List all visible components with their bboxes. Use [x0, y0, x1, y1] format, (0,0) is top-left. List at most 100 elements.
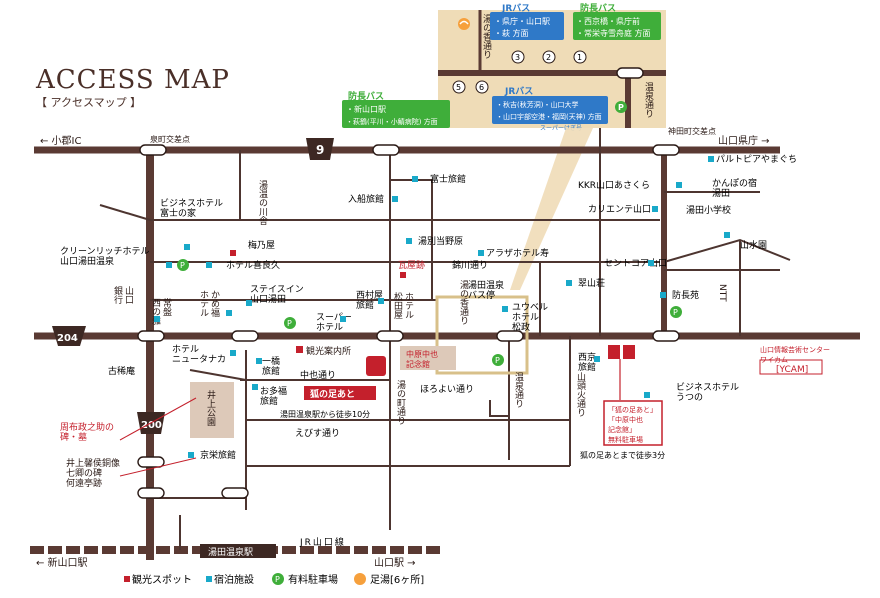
- svg-text:富士旅館: 富士旅館: [430, 173, 466, 185]
- parking-markers: P P P P: [177, 259, 682, 366]
- footbath-icon: [458, 18, 470, 30]
- svg-text:足湯[6ヶ所]: 足湯[6ヶ所]: [370, 573, 424, 586]
- svg-text:JRバス: JRバス: [501, 3, 530, 14]
- legend: 観光スポット 宿泊施設 P 有料駐車場 足湯[6ヶ所]: [124, 573, 424, 586]
- svg-text:[YCAM]: [YCAM]: [776, 365, 808, 375]
- svg-text:井上馨侯銅像七卿の碑何遠亭跡: 井上馨侯銅像七卿の碑何遠亭跡: [66, 457, 120, 489]
- svg-text:・萩鶴(平川・小鯖病院) 方面: ・萩鶴(平川・小鯖病院) 方面: [346, 117, 438, 126]
- svg-text:P: P: [180, 261, 185, 270]
- svg-text:スーパーはぎ号: スーパーはぎ号: [540, 124, 582, 132]
- bocho-bus-left-box: 防長バス ・新山口駅 ・萩鶴(平川・小鯖病院) 方面: [342, 90, 450, 128]
- street-onsen: 温泉通り: [513, 372, 524, 408]
- svg-text:・県庁・山口駅: ・県庁・山口駅: [494, 16, 550, 26]
- svg-text:防長バス: 防長バス: [348, 90, 384, 102]
- svg-text:ホテルニュータナカ: ホテルニュータナカ: [172, 344, 226, 365]
- svg-text:P: P: [275, 575, 280, 584]
- svg-text:山水園: 山水園: [740, 239, 767, 251]
- street-jr-line: JR山口線: [299, 536, 346, 548]
- free-parking-sign: 「狐の足あと」「中原中也記念館」無料駐車場: [603, 345, 663, 446]
- svg-text:「狐の足あと」「中原中也記念館」無料駐車場: 「狐の足あと」「中原中也記念館」無料駐車場: [608, 405, 657, 444]
- svg-text:山口銀行: 山口銀行: [112, 285, 134, 305]
- jr-bus-top-box: JRバス ・県庁・山口駅 ・萩 方面: [490, 3, 564, 40]
- svg-text:湯温の川舎: 湯温の川舎: [257, 180, 268, 226]
- svg-text:P: P: [495, 356, 500, 365]
- bus-stop-numbers-top: 3 2 1 5 6: [452, 50, 587, 94]
- svg-text:山口情報芸術センターワイカム: 山口情報芸術センターワイカム: [760, 345, 830, 364]
- svg-text:湯別当野原: 湯別当野原: [418, 235, 463, 247]
- svg-text:狐の足あと: 狐の足あと: [310, 388, 355, 400]
- svg-text:・秋吉(秋芳洞)・山口大学: ・秋吉(秋芳洞)・山口大学: [496, 100, 578, 109]
- svg-text:3: 3: [515, 53, 520, 62]
- svg-text:京栄旅館: 京栄旅館: [200, 449, 236, 461]
- inset-street-yunokou: 湯の香通り: [481, 14, 492, 59]
- dir-shin-yamaguchi: ← 新山口駅: [36, 556, 88, 569]
- sightseeing-labels: 湯温の川舎 瓦屋跡 観光案内所 周布政之助の碑・墓 井上馨侯銅像七卿の碑何遠亭跡: [60, 180, 425, 489]
- street-nishikigawa: 錦川通り: [452, 259, 488, 271]
- svg-text:防長バス: 防長バス: [580, 2, 616, 14]
- street-santouka: 山頭火通り: [575, 372, 586, 417]
- svg-text:西村屋旅館: 西村屋旅館: [356, 289, 383, 311]
- svg-text:湯田小学校: 湯田小学校: [686, 204, 731, 216]
- svg-text:井上公園: 井上公園: [205, 389, 216, 427]
- dir-yamaguchi-station: 山口駅 →: [374, 557, 416, 569]
- street-yunomachi: 湯の町通り: [395, 380, 406, 425]
- svg-text:翠山荘: 翠山荘: [578, 278, 605, 289]
- route-9-shield: 9: [306, 138, 334, 160]
- svg-text:・常栄寺雪舟庭 方面: ・常栄寺雪舟庭 方面: [576, 28, 651, 38]
- lodging-labels: ビジネスホテル富士の家 クリーンリッチホテル山口湯田温泉 梅乃屋 ホテル喜良久 …: [60, 154, 830, 461]
- svg-text:中原中也記念館: 中原中也記念館: [406, 349, 438, 369]
- parking-icon-inset: P: [615, 101, 627, 113]
- svg-text:湯田温泉バス停: 湯田温泉バス停: [468, 279, 504, 301]
- svg-text:200: 200: [141, 420, 162, 431]
- svg-text:KKR山口あさくら: KKR山口あさくら: [578, 180, 650, 191]
- svg-text:・西京橋・県庁前: ・西京橋・県庁前: [576, 16, 640, 26]
- svg-text:アラザホテル寿: アラザホテル寿: [486, 247, 549, 259]
- svg-text:ステイスイン山口湯田: ステイスイン山口湯田: [250, 284, 304, 305]
- svg-text:クリーンリッチホテル山口湯田温泉: クリーンリッチホテル山口湯田温泉: [60, 246, 150, 267]
- svg-text:西京旅館: 西京旅館: [578, 351, 596, 373]
- svg-text:P: P: [618, 103, 624, 112]
- bocho-bus-top-box: 防長バス ・西京橋・県庁前 ・常栄寺雪舟庭 方面: [573, 2, 661, 40]
- svg-text:スーパーホテル: スーパーホテル: [316, 312, 352, 333]
- svg-text:ホテル松田屋: ホテル松田屋: [392, 291, 414, 320]
- svg-text:・山口宇部空港・福岡(天神) 方面: ・山口宇部空港・福岡(天神) 方面: [496, 112, 602, 121]
- svg-text:かんぽの宿湯田: かんぽの宿湯田: [712, 177, 757, 199]
- street-ebisu: えびす通り: [295, 428, 340, 439]
- svg-text:一橋旅館: 一橋旅館: [262, 355, 280, 377]
- dir-kencho: 山口県庁 →: [718, 134, 770, 147]
- svg-text:防長苑: 防長苑: [672, 289, 699, 301]
- svg-text:6: 6: [479, 83, 484, 92]
- svg-text:204: 204: [57, 333, 78, 344]
- svg-text:2: 2: [546, 53, 551, 62]
- svg-text:常盤西の雅: 常盤西の雅: [150, 297, 172, 326]
- ashiato-walk-note: 狐の足あとまで徒歩3分: [580, 450, 665, 460]
- svg-text:ビジネスホテルうつの: ビジネスホテルうつの: [676, 382, 739, 403]
- street-chuya: 中也通り: [300, 369, 336, 381]
- svg-text:有料駐車場: 有料駐車場: [288, 573, 338, 586]
- svg-text:ビジネスホテル富士の家: ビジネスホテル富士の家: [160, 198, 223, 219]
- nakahara-chuya-museum: 中原中也記念館: [400, 346, 456, 370]
- svg-text:1: 1: [577, 53, 582, 62]
- street-yunokou: 湯の香通り: [458, 280, 469, 325]
- svg-text:入船旅館: 入船旅館: [348, 193, 384, 205]
- svg-text:P: P: [673, 308, 678, 317]
- route-204-shield: 204: [52, 326, 86, 346]
- svg-text:観光スポット: 観光スポット: [132, 573, 192, 586]
- lodging-markers: [154, 156, 730, 458]
- inset-street-onsen: 温泉通り: [643, 82, 654, 118]
- svg-text:ホテル喜良久: ホテル喜良久: [226, 259, 280, 271]
- svg-text:・萩 方面: ・萩 方面: [494, 28, 529, 38]
- svg-text:NTT: NTT: [717, 284, 727, 302]
- svg-text:周布政之助の碑・墓: 周布政之助の碑・墓: [60, 421, 114, 443]
- svg-text:瓦屋跡: 瓦屋跡: [398, 259, 425, 271]
- kamitabata-intersection: 神田町交差点: [668, 126, 716, 136]
- dir-ogori-ic: ← 小郡IC: [40, 135, 82, 147]
- svg-text:カリエンテ山口: カリエンテ山口: [588, 204, 651, 215]
- svg-text:JRバス: JRバス: [504, 86, 533, 97]
- svg-text:湯田温泉駅: 湯田温泉駅: [208, 546, 253, 558]
- svg-text:セントコア山口: セントコア山口: [604, 258, 667, 269]
- svg-text:梅乃屋: 梅乃屋: [248, 239, 275, 251]
- page-subtitle: 【 アクセスマップ 】: [36, 96, 141, 109]
- svg-text:古稀庵: 古稀庵: [108, 365, 135, 377]
